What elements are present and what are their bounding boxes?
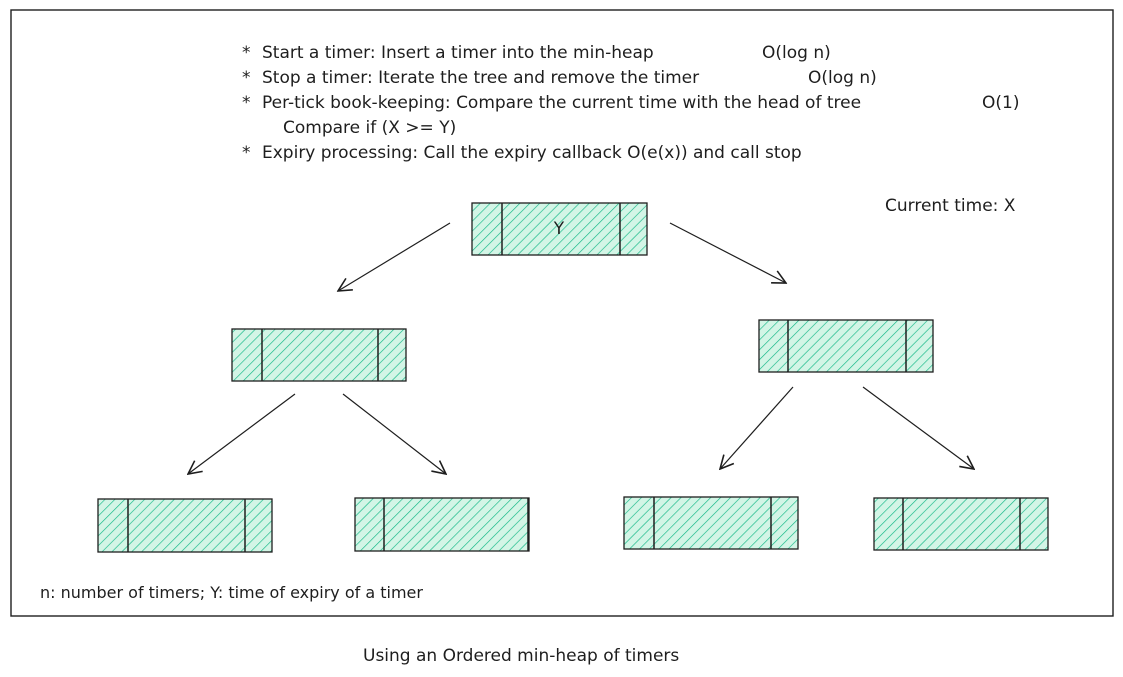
bullet-per-tick: Per-tick book-keeping: Compare the curre… <box>262 93 861 113</box>
node-border <box>471 202 648 256</box>
edge-root-right <box>669 222 786 283</box>
bullet-stop-timer: Stop a timer: Iterate the tree and remov… <box>262 68 699 88</box>
bullet-compare-sub: Compare if (X >= Y) <box>283 118 456 138</box>
bullet-marker: * <box>242 68 251 88</box>
complexity-stop-timer: O(log n) <box>808 68 877 88</box>
root-node-label: Y <box>553 219 565 239</box>
complexity-start-timer: O(log n) <box>762 43 831 63</box>
complexity-list: * Start a timer: Insert a timer into the… <box>242 43 1019 163</box>
edge-left-leftleft <box>188 393 296 474</box>
heap-node-root: Y <box>471 202 648 256</box>
edge-right-rightleft <box>720 386 794 469</box>
node-border <box>623 496 799 550</box>
heap-node-left-left <box>97 498 273 553</box>
legend-note: n: number of timers; Y: time of expiry o… <box>40 583 423 602</box>
edge-root-left <box>338 222 451 291</box>
node-border <box>873 497 1049 551</box>
heap-node-right-left <box>623 496 799 550</box>
heap-node-right-right <box>873 497 1049 551</box>
heap-edges <box>188 222 974 474</box>
heap-node-left <box>231 328 407 382</box>
diagram-caption: Using an Ordered min-heap of timers <box>363 646 679 666</box>
bullet-start-timer: Start a timer: Insert a timer into the m… <box>262 43 654 63</box>
node-border <box>97 498 273 553</box>
current-time-label: Current time: X <box>885 196 1016 216</box>
bullet-marker: * <box>242 93 251 113</box>
bullet-expiry: Expiry processing: Call the expiry callb… <box>262 143 802 163</box>
bullet-marker: * <box>242 43 251 63</box>
diagram-frame <box>10 9 1114 617</box>
node-border <box>758 319 934 373</box>
node-border <box>231 328 407 382</box>
complexity-per-tick: O(1) <box>982 93 1019 113</box>
heap-node-left-right <box>354 497 530 552</box>
edge-left-leftright <box>342 393 446 474</box>
edge-right-rightright <box>862 386 974 469</box>
node-border <box>354 497 530 552</box>
heap-node-right <box>758 319 934 373</box>
bullet-marker: * <box>242 143 251 163</box>
